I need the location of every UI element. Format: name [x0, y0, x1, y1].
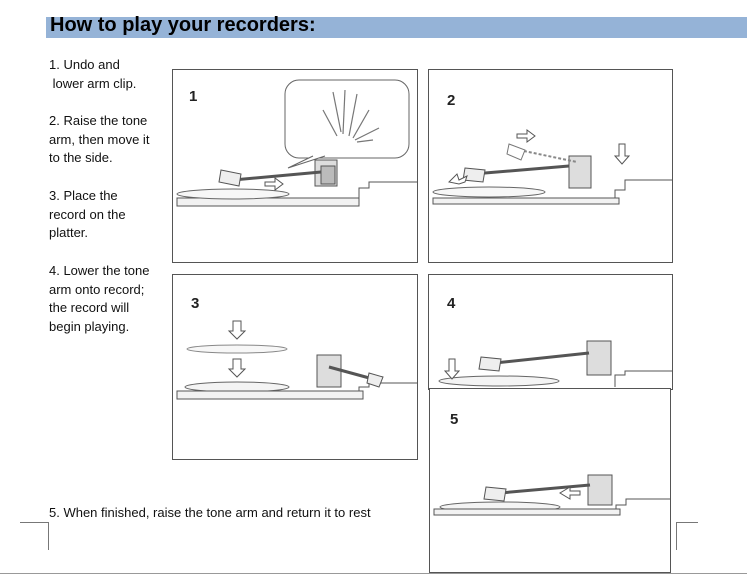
- step-2-text: 2. Raise the tone arm, then move it to t…: [49, 112, 149, 168]
- turntable-raise-arm-illustration: [432, 129, 672, 205]
- step-3-line-3: platter.: [49, 225, 89, 240]
- crop-mark-right-h: [676, 522, 698, 523]
- step-3-line-1: 3. Place the: [49, 188, 118, 203]
- turntable-place-record-illustration: [176, 320, 417, 400]
- step-5-text: 5. When finished, raise the tone arm and…: [49, 505, 371, 520]
- step-1-line-1: 1. Undo and: [49, 57, 120, 72]
- illustration-panel-5: 5: [429, 388, 671, 573]
- page-title: How to play your recorders:: [50, 14, 316, 36]
- step-3-line-2: record on the: [49, 206, 126, 222]
- step-4-text: 4. Lower the tone arm onto record; the r…: [49, 262, 149, 336]
- title-bar: [46, 17, 747, 38]
- step-4-line-3: the record will: [49, 300, 130, 315]
- step-2-line-2: arm, then move it: [49, 131, 150, 147]
- crop-mark-right-v: [676, 522, 677, 550]
- panel-4-number: 4: [447, 295, 456, 312]
- crop-mark-left-h: [20, 522, 49, 523]
- panel-2-number: 2: [447, 92, 456, 109]
- turntable-return-arm-illustration: [433, 474, 670, 516]
- crop-mark-left-v: [48, 522, 49, 550]
- panel-5-number: 5: [450, 411, 459, 428]
- turntable-arm-clip-illustration: [176, 79, 417, 207]
- step-2-line-3: to the side.: [49, 150, 113, 165]
- panel-3-number: 3: [191, 295, 200, 312]
- step-3-text: 3. Place the record on the platter.: [49, 187, 126, 243]
- illustration-panel-3: 3: [172, 274, 418, 460]
- step-1-text: 1. Undo and lower arm clip.: [49, 56, 136, 93]
- step-4-line-1: 4. Lower the tone: [49, 263, 150, 278]
- illustration-panel-2: 2: [428, 69, 673, 263]
- panel-1-number: 1: [189, 88, 198, 105]
- step-4-line-4: begin playing.: [49, 318, 130, 334]
- step-2-line-1: 2. Raise the tone: [49, 113, 148, 128]
- illustration-panel-4: 4: [428, 274, 673, 390]
- illustration-panel-1: 1: [172, 69, 418, 263]
- step-1-line-2: lower arm clip.: [49, 75, 137, 91]
- page-bottom-edge: [0, 573, 747, 574]
- clip-detail-icon: [322, 89, 380, 143]
- turntable-lower-arm-illustration: [438, 340, 672, 387]
- step-4-line-2: arm onto record;: [49, 281, 145, 297]
